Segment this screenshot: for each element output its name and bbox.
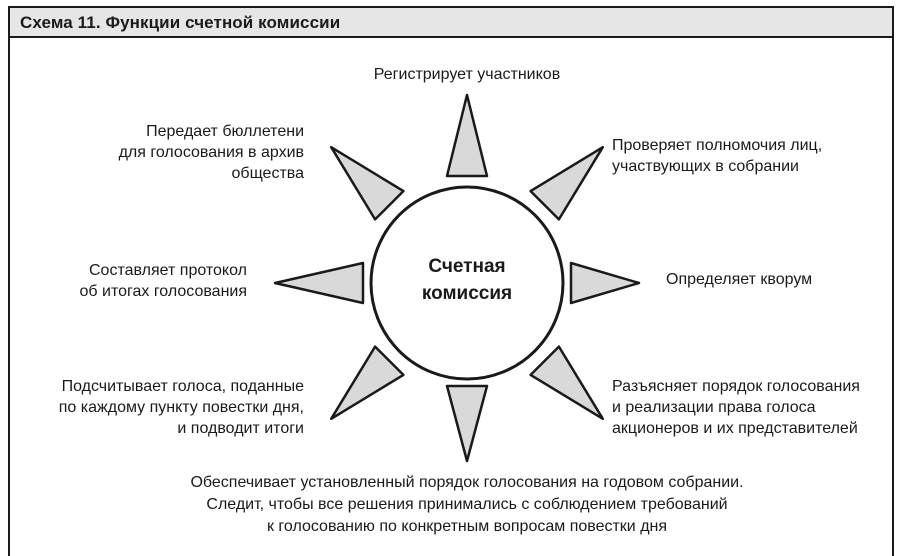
function-top: Регистрирует участников xyxy=(373,66,561,83)
ray-left xyxy=(273,261,365,305)
ray-bottom-right xyxy=(529,345,605,421)
function-right: Определяет кворум xyxy=(666,271,813,288)
function-bottom: Обеспечивает установленный порядок голос… xyxy=(190,474,744,535)
ray-top-left xyxy=(329,145,405,221)
center-circle xyxy=(369,185,565,381)
function-bottom-right: Разъясняет порядок голосования и реализа… xyxy=(612,378,860,437)
diagram-title: Схема 11. Функции счетной комиссии xyxy=(20,13,341,32)
diagram-header: Схема 11. Функции счетной комиссии xyxy=(8,6,894,38)
ray-bottom-left xyxy=(329,345,405,421)
diagram-body xyxy=(8,36,894,556)
ray-right xyxy=(569,261,641,305)
center-label-line-2: комиссия xyxy=(421,283,513,304)
ray-top-right xyxy=(529,145,605,221)
rays-group xyxy=(273,93,641,463)
ray-top xyxy=(445,93,489,178)
center-label-line-1: Счетная xyxy=(428,256,506,277)
function-top-left: Передает бюллетени для голосования в арх… xyxy=(118,123,304,182)
function-left: Составляет протокол об итогах голосовани… xyxy=(79,262,248,300)
function-top-right: Проверяет полномочия лиц, участвующих в … xyxy=(612,137,823,175)
function-bottom-left: Подсчитывает голоса, поданные по каждому… xyxy=(58,378,304,437)
center-label: Счетная комиссия xyxy=(396,253,538,307)
ray-bottom xyxy=(445,384,489,463)
